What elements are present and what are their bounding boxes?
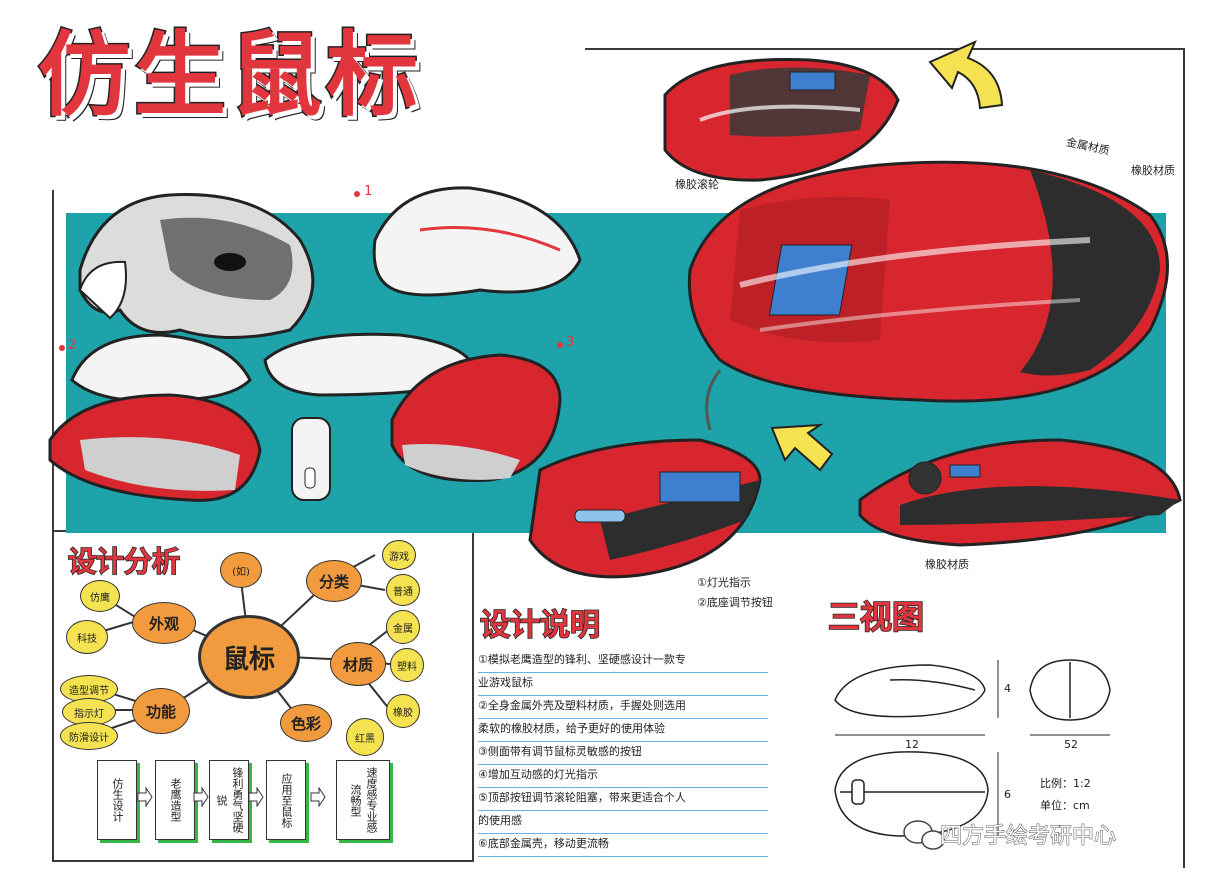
dim-back: 52 (1064, 738, 1078, 751)
flow-arrow-icon (310, 787, 326, 807)
flow-step: 锋利勇气坚硬锐 (209, 760, 249, 840)
callout-rubber-material: 橡胶材质 (1131, 164, 1175, 177)
flow-step: 应用至鼠标 (266, 760, 306, 840)
views-heading: 三视图 (827, 597, 925, 637)
frame-top-line (585, 48, 1185, 50)
callout-rubber-wheel: 橡胶滚轮 (675, 178, 719, 191)
description-line: ④增加互动感的灯光指示 (478, 765, 768, 788)
flow-arrow-icon (193, 787, 209, 807)
sketch-number-1: 1 (364, 184, 373, 199)
description-line: ⑥底部金属壳，移动更流畅 (478, 834, 768, 857)
branch-color: 色彩 (280, 704, 332, 742)
description-line: ③侧面带有调节鼠标灵敏感的按钮 (478, 742, 768, 765)
description-line: 柔软的橡胶材质，给予更好的使用体验 (478, 719, 768, 742)
flow-step: 仿生设计 (97, 760, 137, 840)
branch-appearance: 外观 (132, 602, 196, 644)
page-title: 仿 生 鼠 标 (36, 22, 420, 129)
leaf-eagle: 仿鹰 (80, 580, 120, 612)
callout-light-indicator: ①灯光指示 (697, 576, 751, 589)
description-line: 的使用感 (478, 811, 768, 834)
title-char: 鼠 (229, 22, 324, 129)
title-char: 生 (133, 22, 228, 129)
teal-band (66, 213, 1166, 533)
description-heading: 设计说明 (479, 607, 601, 644)
dim-height-2: 6 (1004, 788, 1011, 801)
dim-height-1: 4 (1004, 682, 1011, 695)
callout-bottom-adjust: ②底座调节按钮 (697, 596, 773, 609)
mindmap-center: 鼠标 (198, 615, 300, 699)
scale-label: 比例：1:2 (1040, 777, 1091, 790)
tag-top: (如) (220, 552, 262, 588)
dim-width: 12 (905, 738, 919, 751)
leaf-rubber: 橡胶 (386, 694, 420, 728)
callout-metal-material: 金属材质 (1065, 135, 1111, 158)
branch-material: 材质 (330, 642, 386, 686)
flow-arrow-icon (248, 787, 264, 807)
branch-category: 分类 (306, 560, 362, 602)
leaf-normal: 普通 (386, 574, 420, 606)
description-line: ②全身金属外壳及塑料材质，手握处则选用 (478, 696, 768, 719)
analysis-heading: 设计分析 (67, 544, 181, 579)
frame-left-line (52, 190, 54, 860)
leaf-game: 游戏 (382, 540, 416, 570)
description-line: ①模拟老鹰造型的锋利、坚硬感设计一款专 (478, 650, 768, 673)
description-line: 业游戏鼠标 (478, 673, 768, 696)
view-top (834, 664, 986, 718)
wechat-icon (903, 820, 945, 850)
sketch-number-3: 3 (566, 335, 575, 350)
leaf-tech: 科技 (66, 620, 108, 654)
flow-arrow-icon (137, 787, 153, 807)
flow-step: 老鹰造型 (155, 760, 195, 840)
frame-bottom-line (52, 860, 472, 862)
leaf-antislip: 防滑设计 (60, 722, 118, 750)
frame-divider (472, 530, 474, 862)
flow-step: 速度感专业感流畅型 (336, 760, 390, 840)
title-char: 仿 (36, 22, 131, 129)
unit-label: 单位：cm (1040, 799, 1090, 812)
leaf-plastic: 塑料 (390, 648, 424, 682)
mouse-detail-top (663, 57, 900, 182)
callout-rubber-material-bottom: 橡胶材质 (925, 558, 969, 571)
leaf-metal: 金属 (386, 610, 420, 644)
arrow-icon (928, 40, 1004, 110)
view-back (1029, 659, 1111, 721)
watermark: 四方手绘考研中心 (939, 824, 1117, 850)
frame-right-line (1183, 48, 1185, 868)
sketch-number-2: 2 (68, 338, 77, 353)
branch-function: 功能 (132, 688, 190, 734)
description-line: ⑤顶部按钮调节滚轮阻塞，带来更适合个人 (478, 788, 768, 811)
description-notes: ①模拟老鹰造型的锋利、坚硬感设计一款专 业游戏鼠标 ②全身金属外壳及塑料材质，手… (478, 650, 768, 857)
title-char: 标 (325, 22, 420, 129)
leaf-red-black: 红黑 (346, 718, 384, 756)
